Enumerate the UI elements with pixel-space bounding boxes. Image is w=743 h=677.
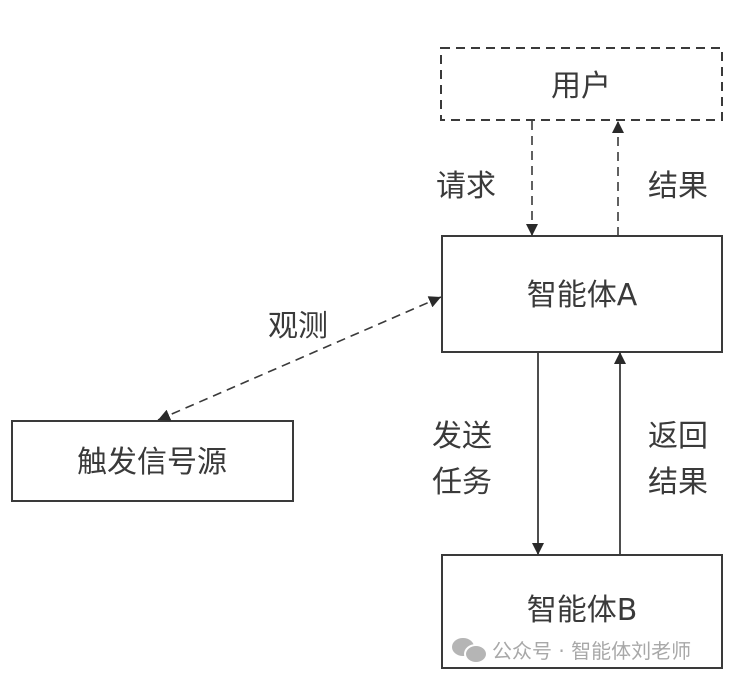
node-user: 用户	[440, 47, 723, 121]
edge-request-label: 请求	[436, 169, 496, 204]
watermark-text: 公众号 · 智能体刘老师	[492, 639, 692, 663]
edge-observe-arrow	[157, 296, 442, 421]
edge-return-result-label-line2: 结果	[648, 465, 708, 500]
node-agent-a: 智能体A	[441, 235, 723, 353]
edge-send-task-label-line1: 发送	[432, 419, 492, 454]
watermark: 公众号 · 智能体刘老师	[452, 635, 691, 664]
edge-result-label: 结果	[648, 169, 708, 204]
edge-send-task-label-line2: 任务	[432, 465, 492, 500]
node-trigger-source-label: 触发信号源	[77, 445, 227, 480]
edge-observe-label: 观测	[268, 309, 328, 344]
wechat-icon	[452, 637, 488, 664]
node-user-label: 用户	[551, 69, 611, 104]
node-agent-b: 智能体B	[441, 554, 723, 669]
node-agent-a-label: 智能体A	[527, 278, 638, 313]
node-agent-b-label: 智能体B	[527, 593, 638, 628]
edge-return-result-label-line1: 返回	[648, 419, 708, 454]
node-trigger-source: 触发信号源	[11, 420, 294, 502]
